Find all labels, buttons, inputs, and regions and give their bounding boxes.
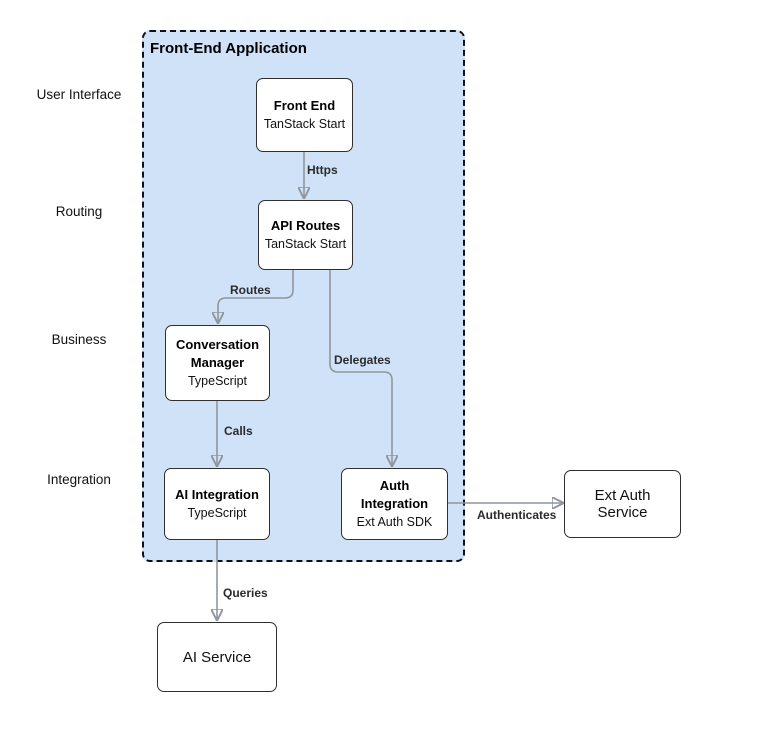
- node-auth-integration: Auth Integration Ext Auth SDK: [341, 468, 448, 540]
- layer-label-routing: Routing: [55, 204, 103, 219]
- node-conversation-manager-title: Conversation Manager: [175, 337, 260, 370]
- node-api-routes: API Routes TanStack Start: [258, 200, 353, 270]
- container-title: Front-End Application: [150, 40, 307, 57]
- edge-label-delegates: Delegates: [334, 353, 391, 367]
- node-ext-auth-service-label: Ext Auth Service: [594, 487, 651, 521]
- node-ai-service: AI Service: [157, 622, 277, 692]
- node-conversation-manager-subtitle: TypeScript: [187, 374, 248, 389]
- edge-label-calls: Calls: [224, 424, 253, 438]
- layer-label-business: Business: [51, 332, 107, 347]
- node-auth-integration-subtitle: Ext Auth SDK: [356, 515, 433, 530]
- node-auth-integration-title: Auth Integration: [360, 478, 429, 511]
- edge-label-queries: Queries: [223, 586, 268, 600]
- node-conversation-manager: Conversation Manager TypeScript: [165, 325, 270, 401]
- node-api-routes-subtitle: TanStack Start: [264, 237, 347, 252]
- node-ext-auth-service: Ext Auth Service: [564, 470, 681, 538]
- node-ai-integration: AI Integration TypeScript: [164, 468, 270, 540]
- edge-label-https: Https: [307, 163, 338, 177]
- node-front-end: Front End TanStack Start: [256, 78, 353, 152]
- edge-label-authenticates: Authenticates: [477, 508, 557, 522]
- node-front-end-subtitle: TanStack Start: [263, 117, 346, 132]
- layer-label-integration: Integration: [47, 472, 111, 487]
- edge-label-routes: Routes: [230, 283, 271, 297]
- node-front-end-title: Front End: [273, 97, 336, 113]
- node-ai-integration-title: AI Integration: [175, 486, 259, 502]
- node-ai-integration-subtitle: TypeScript: [187, 506, 247, 521]
- layer-label-user-interface: User Interface: [36, 87, 122, 102]
- node-api-routes-title: API Routes: [270, 217, 341, 233]
- node-ai-service-label: AI Service: [182, 648, 252, 666]
